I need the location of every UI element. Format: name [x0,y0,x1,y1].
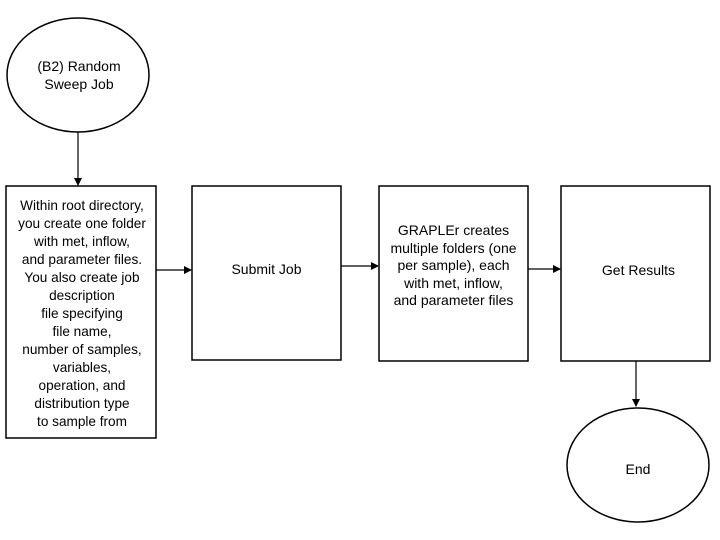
prepare-node-label: Within root directory, you create one fo… [18,198,146,429]
results-node-label: Get Results [601,262,676,278]
grapler-node-label: GRAPLEr creates multiple folders (one pe… [390,222,517,308]
prepare-node-shape [5,185,157,439]
end-node-shape [566,407,710,523]
submit-node-shape [191,185,342,361]
results-node-shape [560,185,711,362]
start-node-label: (B2) Random Sweep Job [37,58,121,92]
grapler-node-shape [378,185,529,362]
end-node-label: End [625,461,651,477]
submit-node-label: Submit Job [231,261,302,277]
